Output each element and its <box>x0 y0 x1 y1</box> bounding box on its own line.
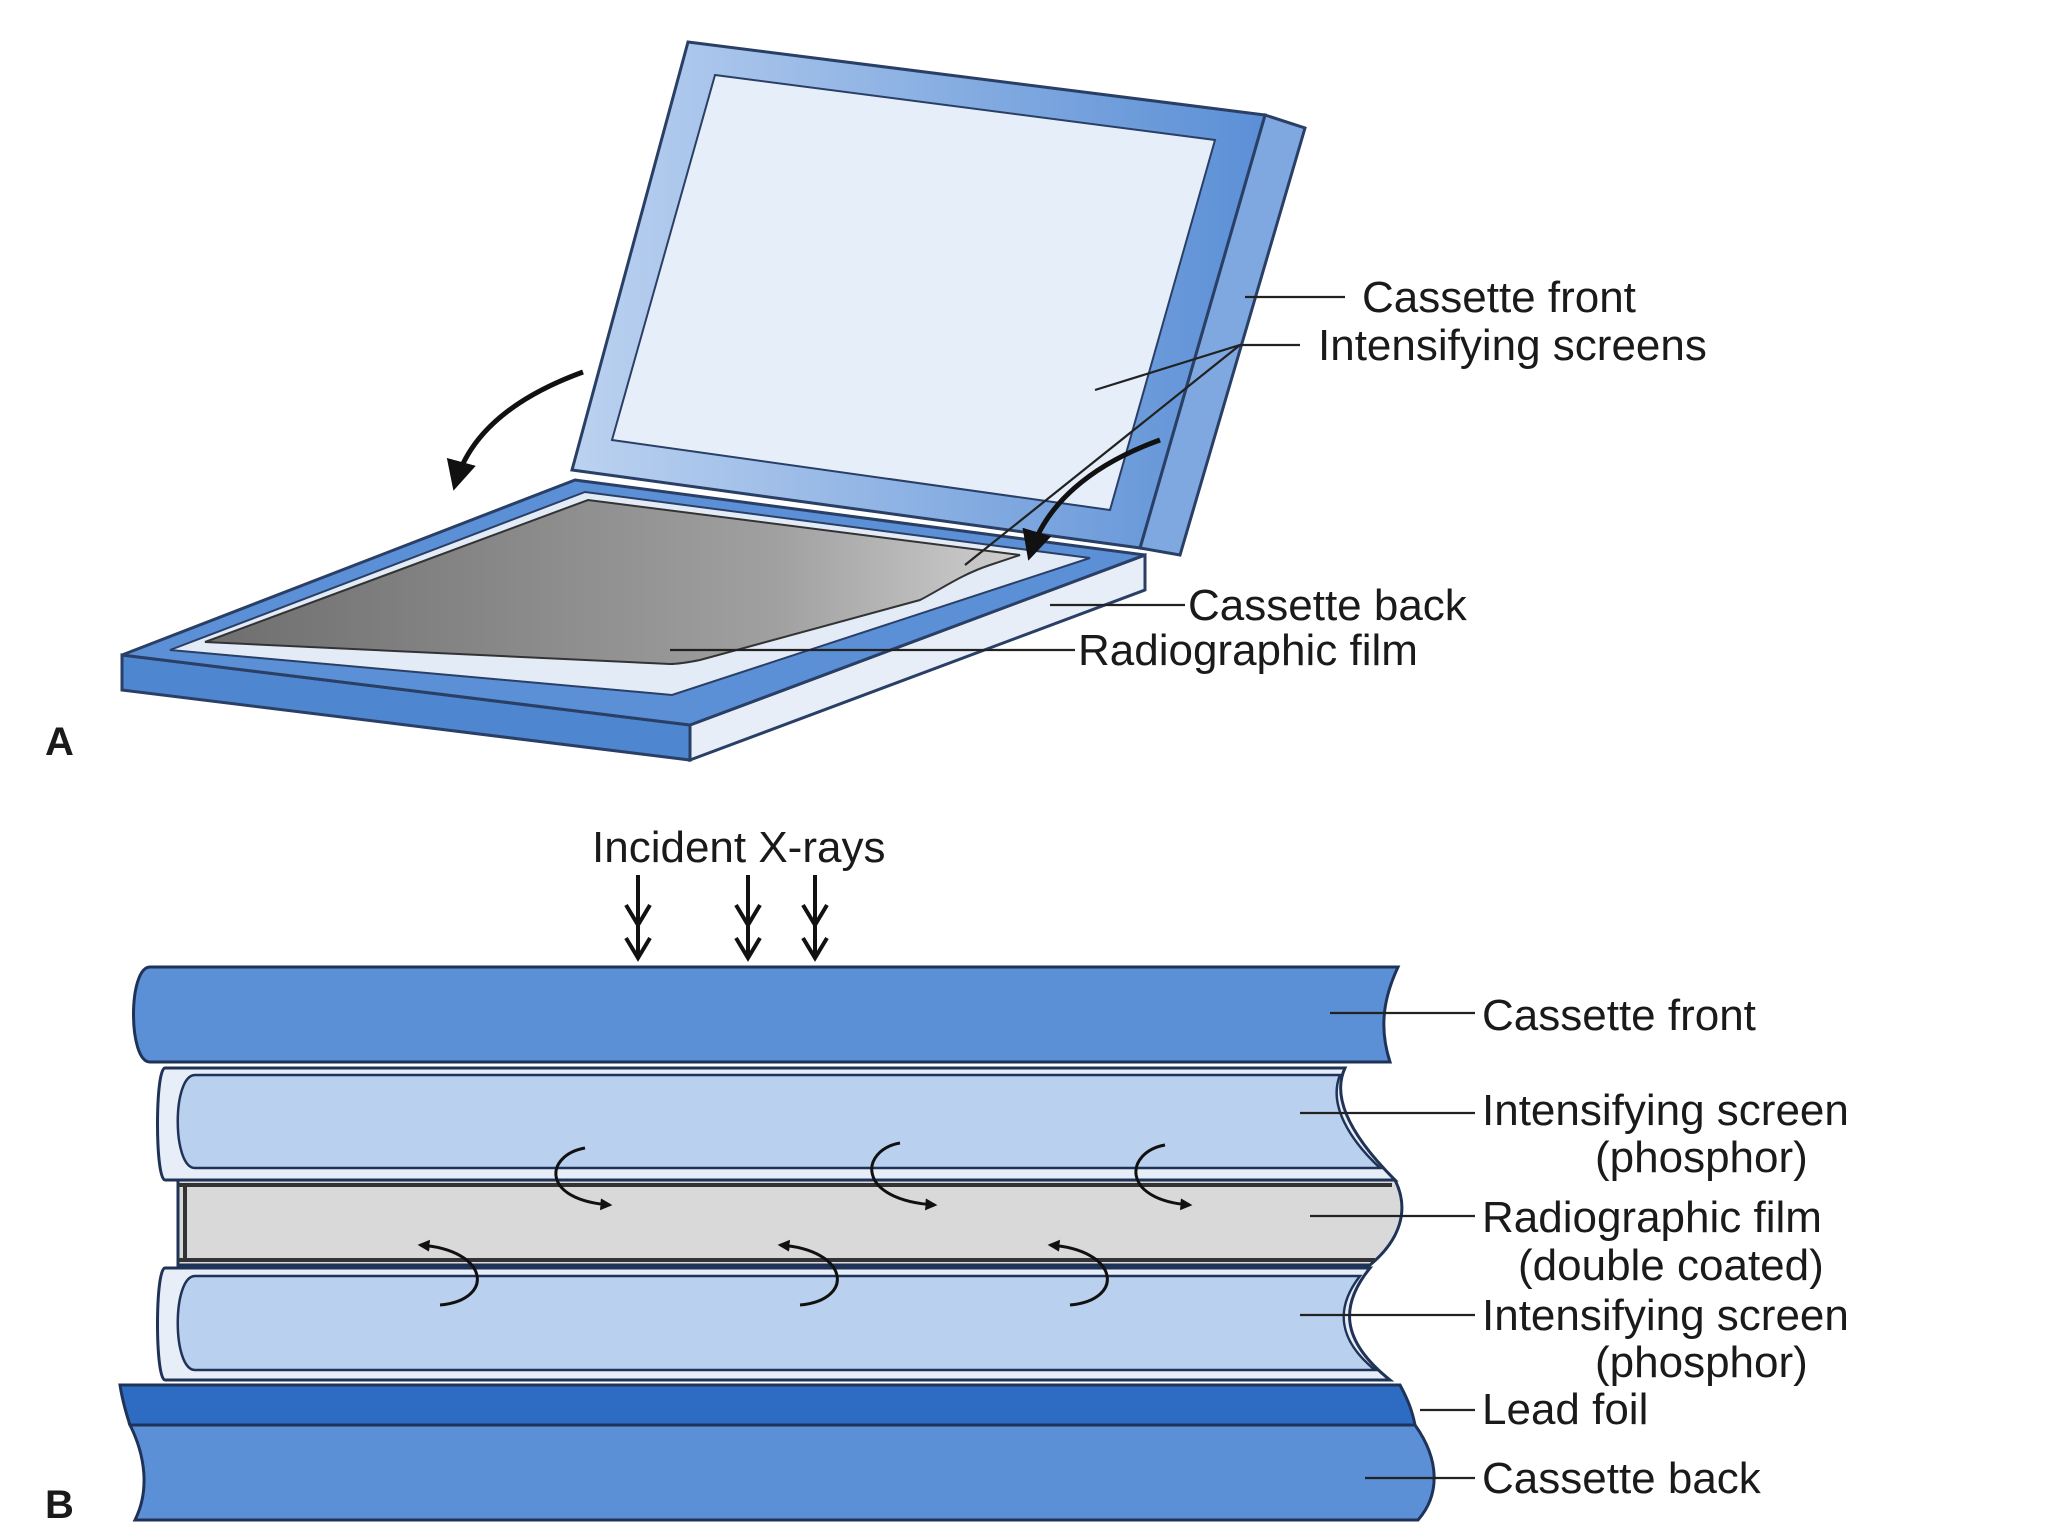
b-label-radiographic-film: Radiographic film <box>1482 1193 1822 1242</box>
xray-arrow <box>734 875 762 962</box>
b-label-intensifying-screen-bottom: Intensifying screen <box>1482 1291 1849 1340</box>
b-radiographic-film-layer <box>176 1178 1404 1267</box>
b-label-phosphor-top: (phosphor) <box>1595 1133 1808 1182</box>
panel-a: Cassette front Intensifying screens Cass… <box>45 40 1707 764</box>
b-intensifying-screen-bottom <box>156 1266 1395 1382</box>
a-label-radiographic-film: Radiographic film <box>1078 626 1418 675</box>
close-lid-arrow <box>446 369 584 491</box>
light-emission-arrows-bottom <box>417 1239 1109 1307</box>
b-label-incident-xrays: Incident X-rays <box>592 823 885 872</box>
b-label-cassette-front: Cassette front <box>1482 991 1756 1040</box>
panel-b: Incident X-rays <box>45 823 1849 1527</box>
panel-b-letter: B <box>45 1483 74 1527</box>
xray-arrow <box>801 875 829 962</box>
cassette-back-tray <box>120 478 1147 763</box>
xray-arrows <box>624 875 829 962</box>
panel-a-letter: A <box>45 720 74 764</box>
lid-intensifying-screen <box>610 73 1217 512</box>
light-emission-arrows-top <box>554 1141 1193 1211</box>
b-cassette-back-layer <box>127 1423 1436 1522</box>
xray-arrow <box>624 875 652 962</box>
a-label-cassette-front: Cassette front <box>1362 273 1636 322</box>
b-cassette-front-layer <box>132 965 1401 1064</box>
b-label-double-coated: (double coated) <box>1518 1241 1824 1290</box>
b-label-intensifying-screen-top: Intensifying screen <box>1482 1086 1849 1135</box>
b-lead-foil-layer <box>118 1383 1417 1427</box>
b-label-cassette-back: Cassette back <box>1482 1454 1762 1503</box>
cassette-front-lid <box>570 40 1307 557</box>
a-label-intensifying-screens: Intensifying screens <box>1318 321 1707 370</box>
b-label-lead-foil: Lead foil <box>1482 1385 1648 1434</box>
a-label-cassette-back: Cassette back <box>1188 581 1468 630</box>
b-intensifying-screen-top <box>156 1066 1399 1182</box>
b-label-phosphor-bottom: (phosphor) <box>1595 1338 1808 1387</box>
radiographic-film <box>204 498 1021 666</box>
screen-insert-arrow <box>1022 437 1161 561</box>
